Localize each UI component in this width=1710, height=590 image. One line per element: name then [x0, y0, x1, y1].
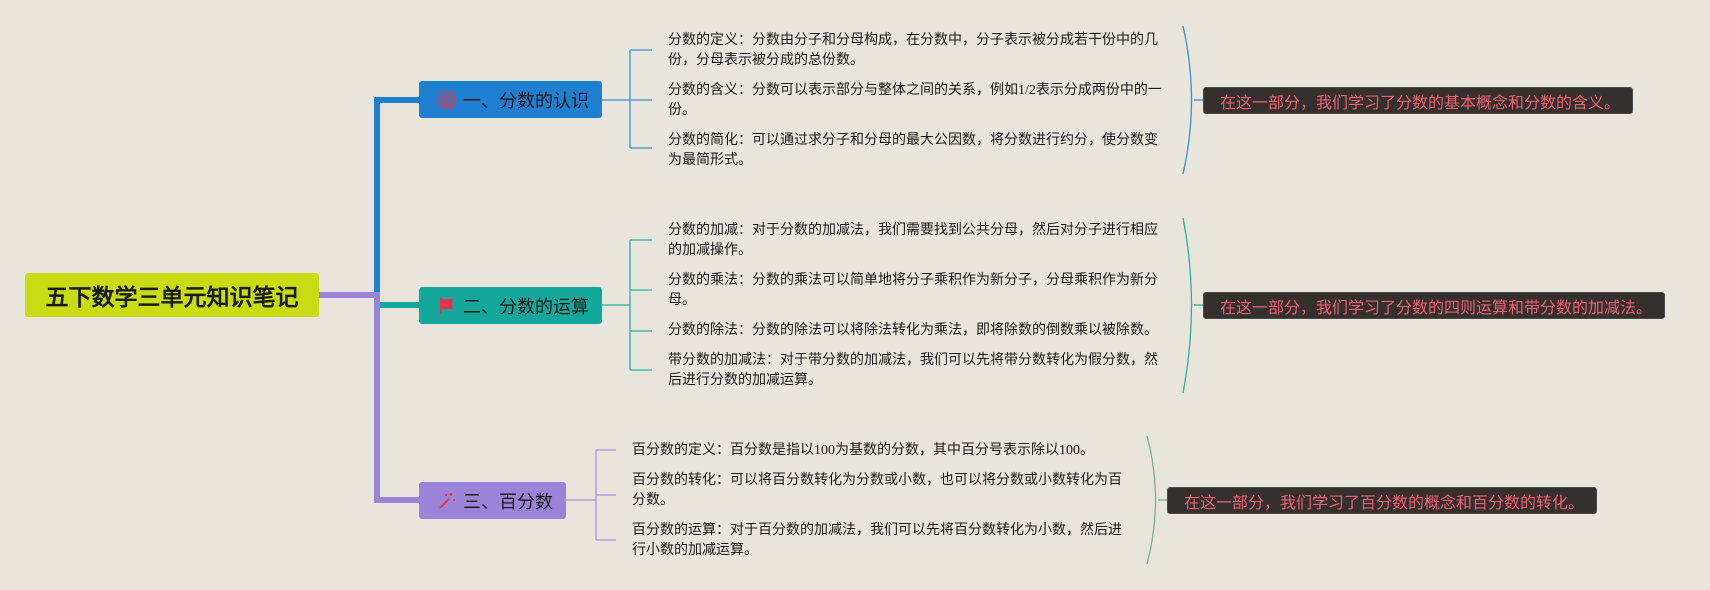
leaf-item[interactable]: 百分数的转化：可以将百分数转化为分数或小数，也可以将分数或小数转化为百分数。: [632, 473, 1122, 508]
root-topic[interactable]: 五下数学三单元知识笔记: [25, 273, 319, 317]
branch-topic-2[interactable]: 二、分数的运算: [419, 287, 602, 324]
summary-box[interactable]: 在这一部分，我们学习了分数的基本概念和分数的含义。: [1203, 87, 1633, 114]
branch-title: 一、分数的认识: [463, 90, 589, 112]
branch-topic-1[interactable]: 一、分数的认识: [419, 81, 602, 118]
leaf-item[interactable]: 百分数的运算：对于百分数的加减法，我们可以先将百分数转化为小数，然后进行小数的加…: [632, 523, 1122, 558]
flag-icon: [437, 296, 457, 316]
branch-title: 二、分数的运算: [463, 296, 589, 318]
leaf-item[interactable]: 分数的定义：分数由分子和分母构成，在分数中，分子表示被分成若干份中的几份，分母表…: [668, 33, 1158, 68]
magic-wand-icon: [437, 491, 457, 511]
leaf-item[interactable]: 分数的含义：分数可以表示部分与整体之间的关系，例如1/2表示分成两份中的一份。: [668, 83, 1162, 118]
leaf-item[interactable]: 分数的加减：对于分数的加减法，我们需要找到公共分母，然后对分子进行相应的加减操作…: [668, 223, 1158, 258]
branch-title: 三、百分数: [463, 491, 553, 513]
leaf-item[interactable]: 分数的除法：分数的除法可以将除法转化为乘法，即将除数的倒数乘以被除数。: [668, 323, 1158, 338]
summary-box[interactable]: 在这一部分，我们学习了百分数的概念和百分数的转化。: [1167, 487, 1597, 514]
home-icon: [437, 90, 457, 110]
leaf-item[interactable]: 百分数的定义：百分数是指以100为基数的分数，其中百分号表示除以100。: [632, 443, 1094, 458]
leaf-item[interactable]: 分数的简化：可以通过求分子和分母的最大公因数，将分数进行约分，使分数变为最简形式…: [668, 133, 1158, 168]
branch-topic-3[interactable]: 三、百分数: [419, 482, 566, 519]
leaf-item[interactable]: 带分数的加减法：对于带分数的加减法，我们可以先将带分数转化为假分数，然后进行分数…: [668, 353, 1158, 388]
leaf-item[interactable]: 分数的乘法：分数的乘法可以简单地将分子乘积作为新分子，分母乘积作为新分母。: [668, 273, 1158, 308]
summary-box[interactable]: 在这一部分，我们学习了分数的四则运算和带分数的加减法。: [1203, 292, 1665, 319]
